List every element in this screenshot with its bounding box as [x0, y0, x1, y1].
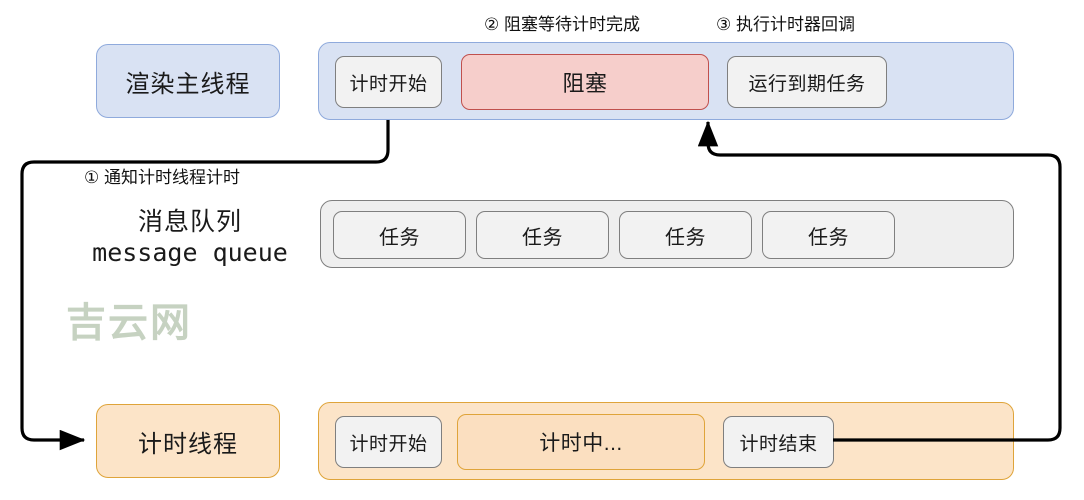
watermark-logo: 吉云网	[66, 301, 192, 345]
lane-label-main-thread-text: 渲染主线程	[125, 70, 251, 98]
chip-task-1-label: 任务	[379, 226, 420, 249]
caption-step-3: ③ 执行计时器回调	[716, 15, 855, 34]
caption-step-1: ① 通知计时线程计时	[84, 168, 240, 187]
chip-timer-end-label: 计时结束	[739, 433, 818, 455]
message-queue-label-en: message queue	[92, 237, 288, 267]
lane-label-timer-thread: 计时线程	[96, 404, 280, 478]
chip-task-4[interactable]: 任务	[762, 211, 895, 259]
chip-task-4-label: 任务	[808, 226, 849, 249]
chip-timer-end[interactable]: 计时结束	[723, 416, 834, 468]
chip-timer-counting[interactable]: 计时中...	[457, 414, 705, 470]
chip-task-1[interactable]: 任务	[333, 211, 466, 259]
message-queue-label-cn: 消息队列	[137, 208, 242, 236]
chip-task-3[interactable]: 任务	[619, 211, 752, 259]
chip-main-run-due-task[interactable]: 运行到期任务	[727, 56, 887, 108]
chip-timer-counting-label: 计时中...	[539, 432, 623, 455]
chip-task-3-label: 任务	[665, 226, 706, 249]
chip-main-timer-start[interactable]: 计时开始	[335, 56, 442, 108]
arrow-timer-callback	[697, 120, 1062, 442]
chip-main-timer-start-label: 计时开始	[349, 73, 428, 95]
chip-task-2[interactable]: 任务	[476, 211, 609, 259]
lane-track-main-thread: 计时开始 阻塞 运行到期任务	[318, 42, 1014, 120]
chip-main-blocked[interactable]: 阻塞	[461, 54, 709, 110]
chip-task-2-label: 任务	[522, 226, 563, 249]
chip-main-run-due-task-label: 运行到期任务	[748, 73, 866, 95]
chip-timer-start[interactable]: 计时开始	[335, 416, 442, 468]
chip-main-blocked-label: 阻塞	[562, 71, 608, 96]
lane-label-timer-thread-text: 计时线程	[138, 430, 238, 458]
chip-timer-start-label: 计时开始	[349, 433, 428, 455]
lane-label-message-queue: 消息队列 message queue	[62, 208, 318, 267]
lane-track-timer-thread: 计时开始 计时中... 计时结束	[318, 402, 1014, 480]
caption-step-2: ② 阻塞等待计时完成	[484, 15, 640, 34]
lane-track-message-queue: 任务 任务 任务 任务	[320, 200, 1014, 268]
lane-label-main-thread: 渲染主线程	[96, 44, 280, 118]
